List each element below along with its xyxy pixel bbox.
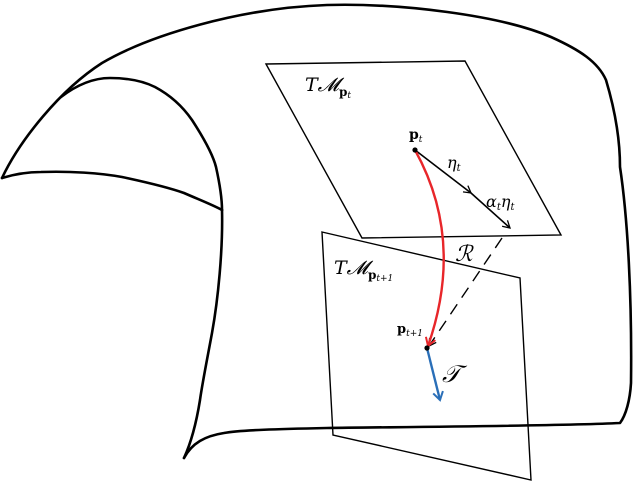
- point-t-label: pt: [409, 127, 423, 145]
- manifold-fold-bottom: [0, 170, 224, 212]
- retraction-curve: [413, 149, 445, 348]
- eta-vector: [414, 149, 473, 194]
- point-t1-dot: [424, 345, 430, 351]
- tangent-plane-t: [264, 60, 563, 239]
- alpha-eta-label: αtηt: [486, 192, 515, 213]
- tangent-plane-t1: [321, 231, 532, 481]
- vector-transport-dashed-line: [428, 237, 503, 348]
- point-t1-label: pt+1: [397, 322, 423, 339]
- manifold-fold-top: [59, 76, 224, 212]
- eta-label: ηt: [447, 153, 462, 174]
- manifold-outer-edge: [0, 3, 633, 460]
- manifold-inner-edge: [182, 208, 224, 460]
- alpha-eta-vector: [470, 192, 511, 229]
- tangent-space-t1-label: T𝓜pt+1: [334, 257, 393, 284]
- point-t-dot: [412, 147, 418, 153]
- transport-arrow: [425, 347, 444, 402]
- retraction-label: ℛ: [455, 242, 474, 267]
- transport-label: 𝒯: [442, 360, 468, 388]
- tangent-space-t-label: T𝓜pt: [305, 74, 351, 101]
